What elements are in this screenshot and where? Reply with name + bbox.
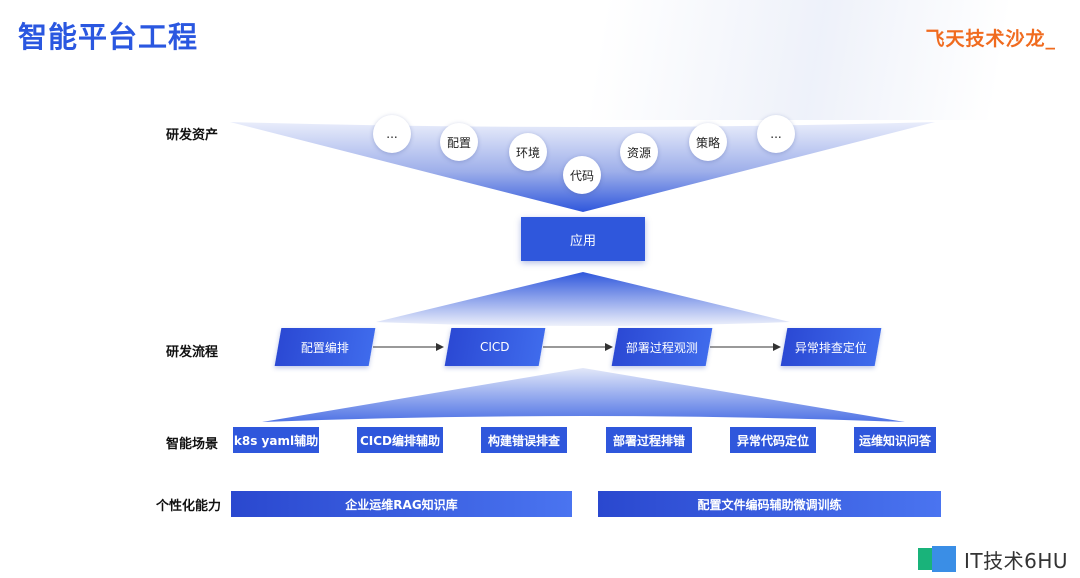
scene-k8s-yaml: k8s yaml辅助: [233, 427, 319, 453]
watermark: IT技术6HU: [918, 544, 1068, 574]
watermark-text: IT技术6HU: [964, 548, 1069, 573]
scene-deploy-debug: 部署过程排错: [606, 427, 692, 453]
asset-bubble-config: 配置: [440, 123, 478, 161]
capability-rag-kb: 企业运维RAG知识库: [231, 491, 572, 517]
scene-build-error: 构建错误排查: [481, 427, 567, 453]
row-label-assets: 研发资产: [166, 128, 219, 143]
asset-bubble-code: 代码: [563, 156, 601, 194]
asset-bubble-resource: 资源: [620, 133, 658, 171]
capability-finetune: 配置文件编码辅助微调训练: [598, 491, 941, 517]
process-step-config: 配置编排: [274, 328, 376, 366]
asset-bubble-policy: 策略: [689, 123, 727, 161]
scene-ops-qa: 运维知识问答: [854, 427, 936, 453]
scene-cicd-orchestration: CICD编排辅助: [357, 427, 443, 453]
watermark-logo-icon: [918, 546, 958, 572]
asset-bubble-more-left: ...: [373, 115, 411, 153]
asset-bubble-more-right: ...: [757, 115, 795, 153]
process-step-deploy-observe: 部署过程观测: [611, 328, 713, 366]
process-step-cicd: CICD: [444, 328, 546, 366]
scene-exception-code: 异常代码定位: [730, 427, 816, 453]
process-to-scenes-fan: [262, 368, 905, 422]
brand-logo-text: 飞天技术沙龙_: [925, 28, 1056, 50]
header-decoration: [0, 0, 1080, 120]
row-label-capabilities: 个性化能力: [156, 499, 222, 514]
page-title: 智能平台工程: [18, 20, 199, 54]
row-label-scenes: 智能场景: [166, 437, 219, 452]
asset-bubble-env: 环境: [509, 133, 547, 171]
app-node: 应用: [521, 217, 645, 261]
app-to-process-fan: [376, 272, 790, 326]
row-label-process: 研发流程: [166, 345, 219, 360]
process-step-troubleshoot: 异常排查定位: [780, 328, 882, 366]
